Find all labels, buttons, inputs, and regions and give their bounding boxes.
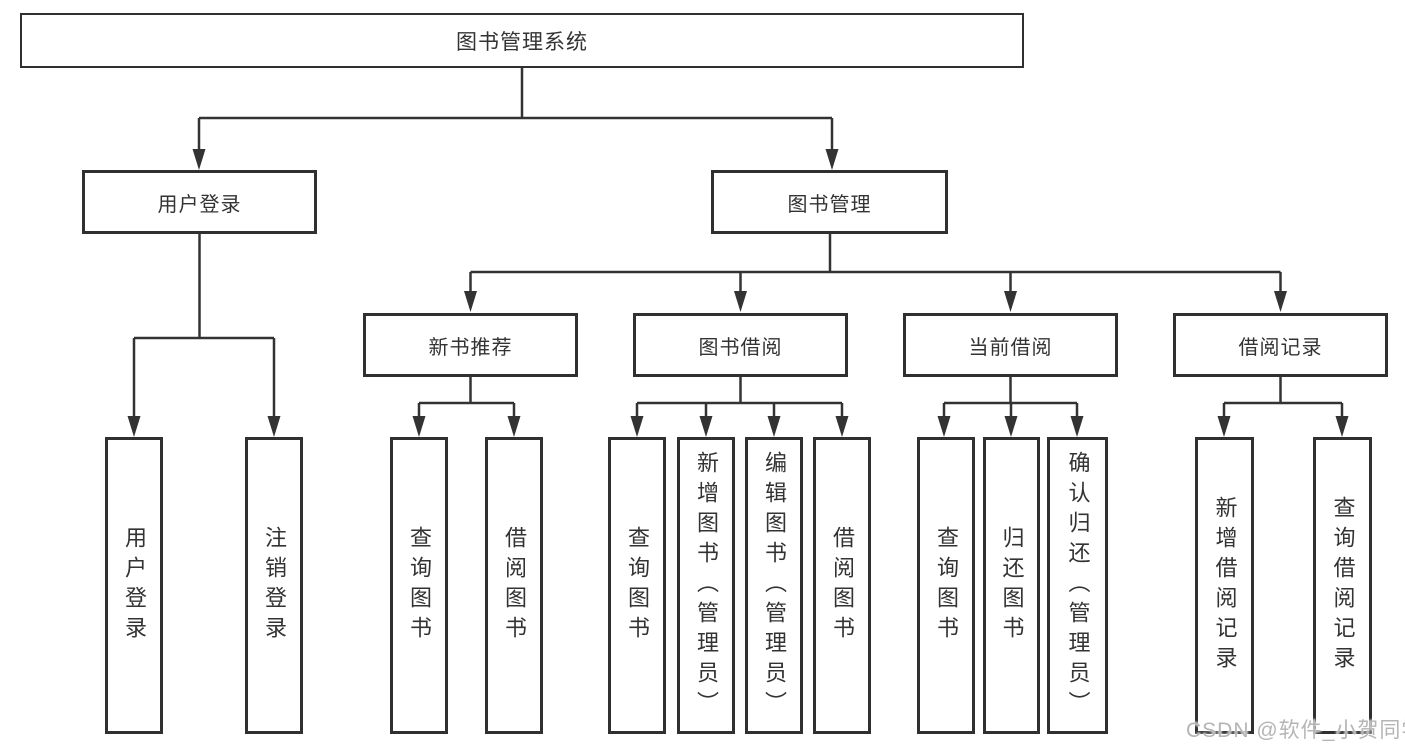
leaf-label: 编辑图书（管理员） [762, 450, 787, 721]
leaf-label: 借阅图书 [502, 525, 527, 646]
node-new-book-recommend: 新书推荐 [363, 313, 578, 377]
node-borrowing-records: 借阅记录 [1173, 313, 1388, 377]
leaf-borrow-books-recommend: 借阅图书 [485, 437, 543, 734]
leaf-query-books-recommend: 查询图书 [390, 437, 448, 734]
leaf-label: 新增借阅记录 [1212, 495, 1238, 676]
leaf-add-borrow-record: 新增借阅记录 [1195, 437, 1254, 734]
leaf-label: 查询图书 [625, 525, 650, 646]
leaf-label: 查询图书 [934, 525, 959, 646]
leaf-label: 查询借阅记录 [1330, 495, 1356, 676]
leaf-label: 确认归还（管理员） [1065, 450, 1091, 721]
node-user-login: 用户登录 [82, 170, 317, 234]
csdn-watermark: CSDN @软件_小贺同学 [1186, 719, 1405, 742]
leaf-query-books-borrowing: 查询图书 [608, 437, 666, 734]
leaf-edit-books-admin: 编辑图书（管理员） [745, 437, 803, 734]
arrowhead-icons [127, 149, 1349, 437]
fork-rails [132, 68, 1344, 420]
leaf-label: 归还图书 [999, 525, 1025, 646]
leaf-user-login: 用户登录 [105, 437, 163, 734]
leaf-query-books-current: 查询图书 [917, 437, 975, 734]
node-book-management: 图书管理 [711, 170, 948, 234]
leaf-confirm-return-admin: 确认归还（管理员） [1047, 437, 1108, 734]
leaf-label: 注销登录 [262, 525, 287, 646]
leaf-label: 用户登录 [122, 525, 147, 646]
node-book-borrowing: 图书借阅 [633, 313, 848, 377]
leaf-borrow-books: 借阅图书 [813, 437, 871, 734]
leaf-logout: 注销登录 [245, 437, 303, 734]
leaf-label: 借阅图书 [830, 525, 855, 646]
node-library-system: 图书管理系统 [20, 13, 1024, 68]
leaf-label: 新增图书（管理员） [694, 450, 719, 721]
leaf-add-books-admin: 新增图书（管理员） [677, 437, 735, 734]
leaf-label: 查询图书 [407, 525, 432, 646]
leaf-query-borrow-record: 查询借阅记录 [1313, 437, 1372, 734]
node-current-borrowing: 当前借阅 [903, 313, 1118, 377]
leaf-return-books: 归还图书 [983, 437, 1040, 734]
